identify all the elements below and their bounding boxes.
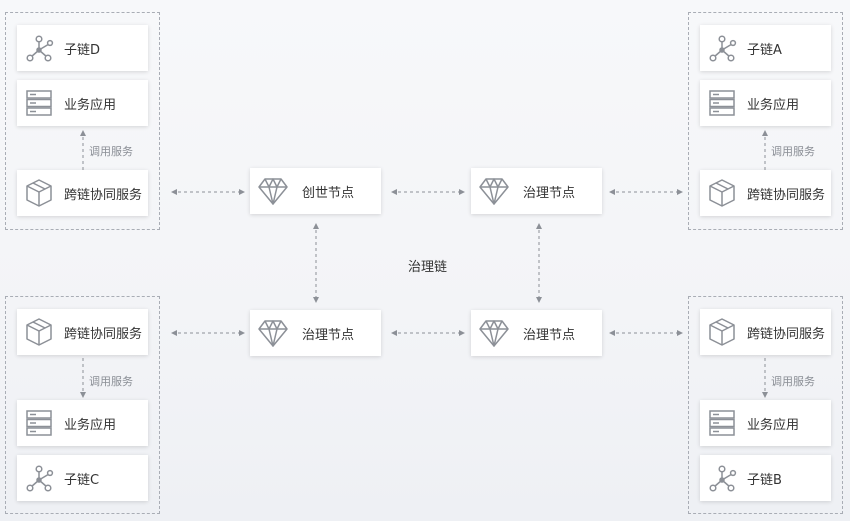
group-subchain-c <box>5 296 160 514</box>
card-app-d[interactable]: 业务应用 <box>17 80 148 126</box>
server-stack-icon <box>24 408 54 438</box>
node-label: 治理节点 <box>302 327 355 343</box>
network-icon <box>24 33 54 63</box>
call-service-label-d: 调用服务 <box>89 145 133 158</box>
cube-icon <box>707 178 737 208</box>
network-icon <box>707 463 737 493</box>
node-governance-bottom-left[interactable]: 治理节点 <box>250 310 381 356</box>
service-label: 跨链协同服务 <box>747 187 826 203</box>
gem-icon <box>477 174 511 208</box>
group-subchain-b <box>688 296 843 514</box>
card-service-c[interactable]: 跨链协同服务 <box>17 309 148 355</box>
service-label: 跨链协同服务 <box>64 326 143 342</box>
cube-icon <box>24 317 54 347</box>
server-stack-icon <box>24 88 54 118</box>
app-label: 业务应用 <box>747 417 800 433</box>
node-label: 创世节点 <box>302 185 355 201</box>
server-stack-icon <box>707 88 737 118</box>
gem-icon <box>256 174 290 208</box>
service-label: 跨链协同服务 <box>747 326 826 342</box>
subchain-label: 子链C <box>64 472 100 488</box>
gem-icon <box>256 316 290 350</box>
network-icon <box>707 33 737 63</box>
card-app-b[interactable]: 业务应用 <box>700 400 831 446</box>
subchain-label: 子链A <box>747 42 782 58</box>
group-subchain-d <box>5 12 160 230</box>
cube-icon <box>24 178 54 208</box>
group-subchain-a <box>688 12 843 230</box>
app-label: 业务应用 <box>64 97 117 113</box>
cube-icon <box>707 317 737 347</box>
governance-chain-label: 治理链 <box>408 260 448 275</box>
card-service-d[interactable]: 跨链协同服务 <box>17 170 148 216</box>
service-label: 跨链协同服务 <box>64 187 143 203</box>
node-label: 治理节点 <box>523 185 576 201</box>
network-icon <box>24 463 54 493</box>
call-service-label-c: 调用服务 <box>89 375 133 388</box>
card-subchain-d[interactable]: 子链D <box>17 25 148 71</box>
call-service-label-b: 调用服务 <box>771 375 815 388</box>
app-label: 业务应用 <box>64 417 117 433</box>
card-service-b[interactable]: 跨链协同服务 <box>700 309 831 355</box>
card-subchain-b[interactable]: 子链B <box>700 455 831 501</box>
card-service-a[interactable]: 跨链协同服务 <box>700 170 831 216</box>
server-stack-icon <box>707 408 737 438</box>
card-app-a[interactable]: 业务应用 <box>700 80 831 126</box>
card-app-c[interactable]: 业务应用 <box>17 400 148 446</box>
node-governance-bottom-right[interactable]: 治理节点 <box>471 310 602 356</box>
subchain-label: 子链D <box>64 42 101 58</box>
card-subchain-a[interactable]: 子链A <box>700 25 831 71</box>
node-label: 治理节点 <box>523 327 576 343</box>
node-governance-top-right[interactable]: 治理节点 <box>471 168 602 214</box>
subchain-label: 子链B <box>747 472 782 488</box>
node-genesis[interactable]: 创世节点 <box>250 168 381 214</box>
call-service-label-a: 调用服务 <box>771 145 815 158</box>
app-label: 业务应用 <box>747 97 800 113</box>
card-subchain-c[interactable]: 子链C <box>17 455 148 501</box>
gem-icon <box>477 316 511 350</box>
